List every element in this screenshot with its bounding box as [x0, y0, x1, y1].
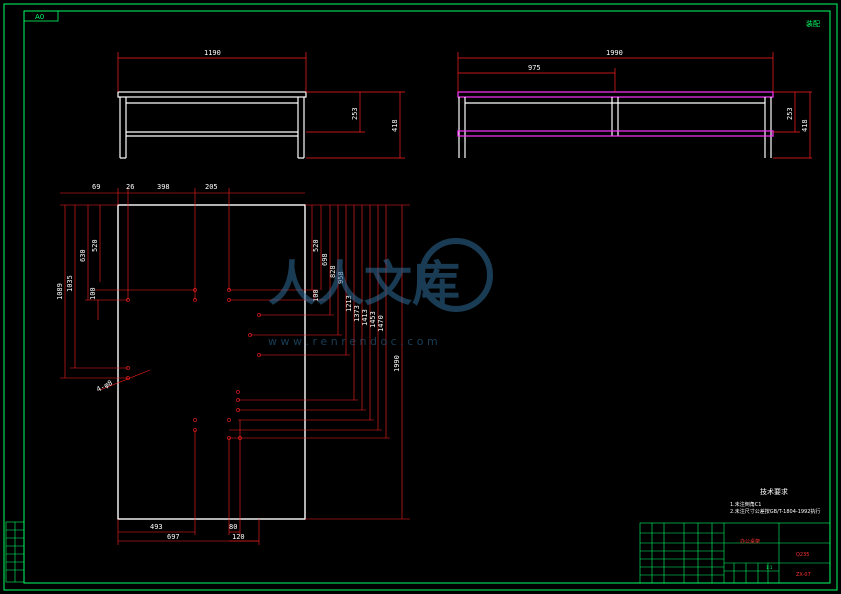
code-box: [23, 10, 59, 22]
hole: [238, 436, 242, 440]
hole: [227, 436, 231, 440]
plan-dim-left-3: 630: [79, 249, 87, 262]
hole: [193, 418, 197, 422]
plan-dim-right-1: 520: [312, 239, 320, 252]
plan-dim-bottom-2: 697: [167, 533, 180, 541]
plan-dim-right-8: 1413: [361, 309, 369, 326]
plan-dim-right-7: 1373: [353, 305, 361, 322]
notes-line-2: 2.未注尺寸公差按GB/T-1804-1992执行: [730, 508, 820, 515]
plan-dim-right-11: 1990: [393, 355, 401, 372]
side-width-dim: 1990: [606, 49, 623, 57]
title-material: Q235: [796, 552, 809, 558]
plan-dim-top-4: 205: [205, 183, 218, 191]
front-width-dim: 1190: [204, 49, 221, 57]
side-view-dims: [457, 52, 812, 159]
hole: [126, 376, 130, 380]
plan-dim-right-5: 100: [312, 289, 320, 302]
inner-border: [23, 10, 831, 584]
plan-dim-right-6: 1213: [345, 295, 353, 312]
hole: [193, 288, 197, 292]
hole: [257, 353, 261, 357]
hole: [227, 298, 231, 302]
plan-dim-right-3: 828: [329, 265, 337, 278]
hole: [227, 288, 231, 292]
outer-border: [3, 3, 838, 591]
plan-dim-right-10: 1470: [377, 315, 385, 332]
notes-line-1: 1.未注倒角C1: [730, 501, 761, 508]
plan-outline: [117, 204, 306, 520]
watermark: 人人文库 w w w . r e n r e n d o c . c o m: [268, 238, 493, 348]
title-part-no: ZX-07: [796, 572, 811, 578]
plan-dim-top-3: 398: [157, 183, 170, 191]
mounting-holes: [126, 288, 261, 440]
notes-title: 技术要求: [760, 487, 788, 496]
plan-dim-right-4: 958: [337, 271, 345, 284]
front-view-dims: [117, 52, 405, 159]
code-box-label: A0: [35, 13, 44, 21]
hole: [236, 408, 240, 412]
title-scale: 1:1: [766, 565, 773, 570]
hole-callout: 4-φ8: [95, 379, 114, 394]
front-height-dim-1: 253: [351, 107, 359, 120]
watermark-url: w w w . r e n r e n d o c . c o m: [268, 335, 438, 348]
side-view: [457, 91, 774, 158]
plan-dim-left-4: 520: [91, 239, 99, 252]
hole: [193, 298, 197, 302]
hole: [126, 298, 130, 302]
title-block: [639, 522, 831, 584]
title-drawing-name: 办公桌架: [740, 538, 760, 545]
plan-dim-right-9: 1453: [369, 311, 377, 328]
side-height-dim-1: 253: [786, 107, 794, 120]
hole: [248, 333, 252, 337]
side-height-dim-2: 418: [801, 119, 809, 132]
plan-dim-bottom-1: 493: [150, 523, 163, 531]
plan-dim-top-1: 69: [92, 183, 100, 191]
hole: [193, 428, 197, 432]
hole: [227, 418, 231, 422]
plan-dim-left-1: 1089: [56, 283, 64, 300]
plan-dim-left-5: 100: [89, 287, 97, 300]
watermark-logo-text: 人人文库: [268, 256, 460, 312]
hole: [236, 398, 240, 402]
plan-dim-left-2: 1035: [66, 275, 74, 292]
plan-dim-bottom-4: 120: [232, 533, 245, 541]
hole: [257, 313, 261, 317]
hole: [126, 366, 130, 370]
plan-dimension-lines: [60, 188, 410, 545]
left-margin-table: [5, 521, 25, 583]
hole: [236, 390, 240, 394]
plan-dim-right-2: 698: [321, 253, 329, 266]
corner-mark: 装配: [806, 19, 820, 28]
front-height-dim-2: 418: [391, 119, 399, 132]
side-half-dim: 975: [528, 64, 541, 72]
front-view: [117, 91, 307, 159]
plan-dim-top-2: 26: [126, 183, 134, 191]
plan-dim-bottom-3: 80: [229, 523, 237, 531]
